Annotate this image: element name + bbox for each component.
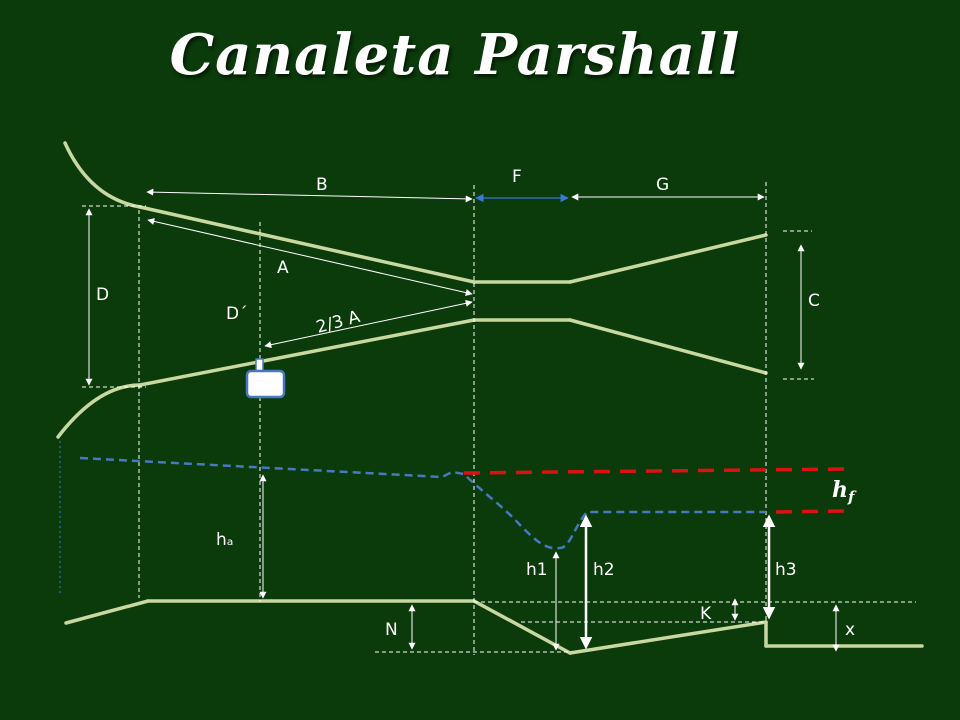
dimension-B <box>146 188 473 203</box>
slide-title: Canaleta Parshall <box>169 22 741 88</box>
upper-converging-wall <box>138 205 476 284</box>
label-K: K <box>700 604 712 624</box>
head-loss-lines <box>463 467 847 514</box>
upper-inlet-curve <box>63 141 142 209</box>
label-G: G <box>656 175 669 195</box>
label-hf: hf <box>832 477 857 506</box>
label-F: F <box>512 167 522 187</box>
lower-inlet-curve <box>56 383 142 439</box>
upper-diverging-wall <box>568 233 768 284</box>
label-B: B <box>316 175 328 195</box>
profile-view-floor <box>64 599 924 655</box>
lower-diverging-wall <box>568 318 768 375</box>
label-ha: hₐ <box>216 530 233 550</box>
label-D-prime: D´ <box>226 304 248 324</box>
label-h1: h1 <box>526 560 548 580</box>
label-hf-main: h <box>832 477 848 503</box>
water-surface-line <box>79 456 766 550</box>
bold-dimension-arrows <box>579 514 776 650</box>
approach-floor-slope <box>64 599 150 625</box>
dimension-2-3-A <box>264 299 473 349</box>
label-A: A <box>277 258 289 278</box>
gauge-well-icon <box>245 358 286 399</box>
label-N: N <box>385 620 398 640</box>
label-2-3-A: 2/3 A <box>314 307 362 338</box>
dimension-A <box>147 217 473 297</box>
diverging-floor-rise <box>568 620 768 655</box>
label-hf-subscript: f <box>847 488 857 506</box>
dimension-arrows <box>85 188 840 652</box>
label-D: D <box>96 285 109 305</box>
label-x: x <box>845 620 855 640</box>
label-h3: h3 <box>775 560 797 580</box>
label-C: C <box>808 291 820 311</box>
reference-lines <box>82 182 916 655</box>
label-h2: h2 <box>593 560 615 580</box>
lower-converging-wall <box>138 318 476 387</box>
